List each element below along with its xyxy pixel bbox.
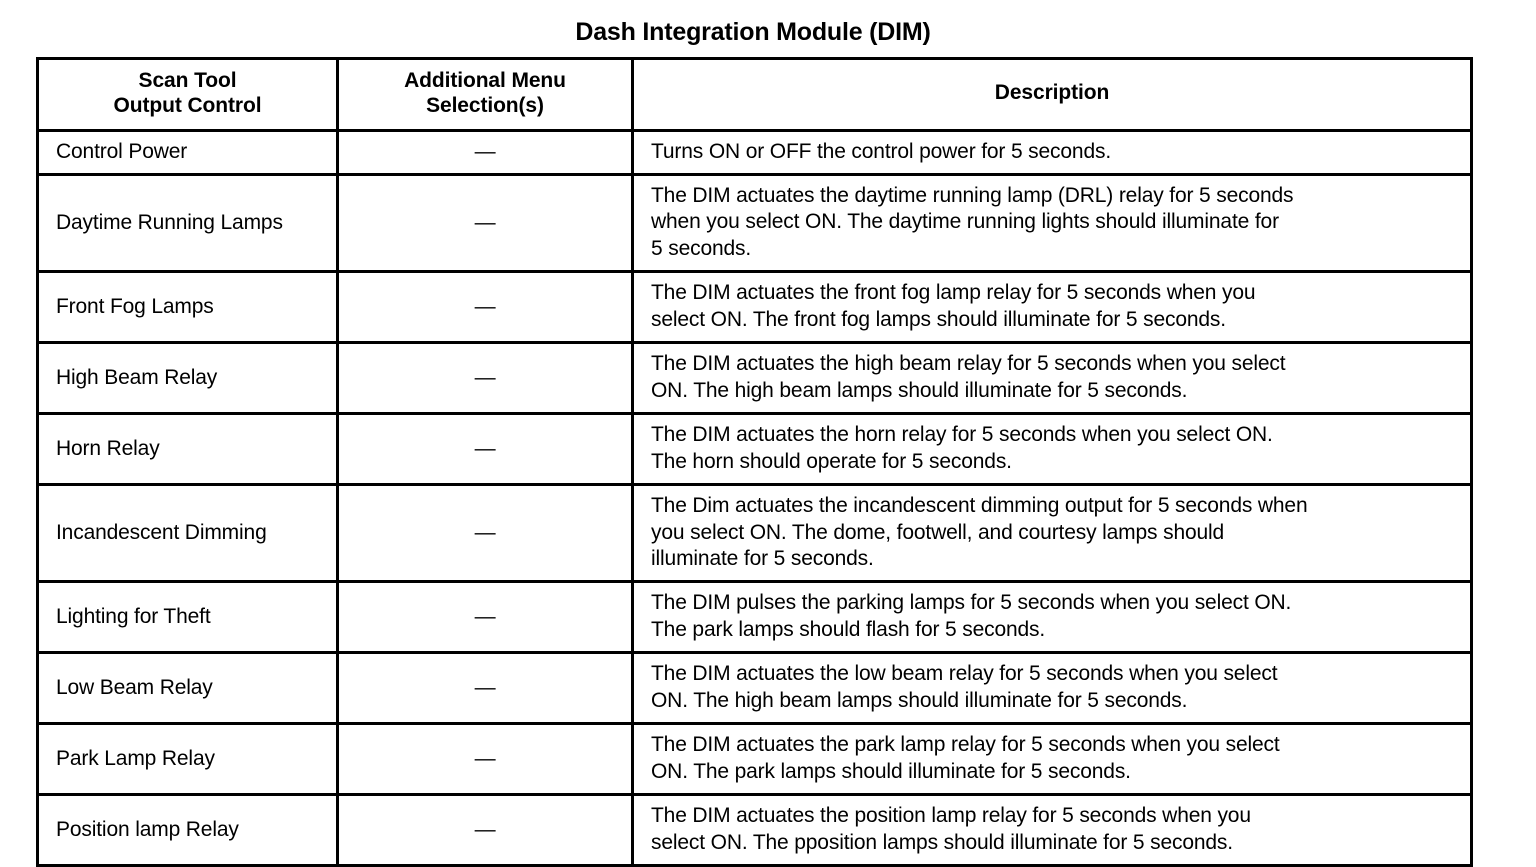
description-line: ON. The high beam lamps should illuminat… (651, 378, 1188, 402)
column-header-scan-tool-output-control: Scan Tool Output Control (36, 57, 339, 132)
cell-additional-menu-selection: — (336, 270, 634, 345)
cell-description: The DIM actuates the horn relay for 5 se… (631, 412, 1473, 487)
cell-description: The DIM actuates the low beam relay for … (631, 651, 1473, 726)
cell-scan-tool-output-control: Incandescent Dimming (36, 483, 339, 584)
cell-scan-tool-output-control: Park Lamp Relay (36, 722, 339, 797)
cell-description: Turns ON or OFF the control power for 5 … (631, 128, 1473, 176)
description-line: The DIM actuates the position lamp relay… (651, 804, 1251, 828)
cell-additional-menu-selection: — (336, 128, 634, 176)
cell-additional-menu-selection: — (336, 580, 634, 655)
description-line: The Dim actuates the incandescent dimmin… (651, 494, 1308, 518)
cell-scan-tool-output-control: Position lamp Relay (36, 793, 339, 867)
dim-output-control-table: Scan Tool Output Control Additional Menu… (36, 57, 1473, 867)
description-line: illuminate for 5 seconds. (651, 546, 874, 570)
table-header-row: Scan Tool Output Control Additional Menu… (36, 57, 1473, 132)
cell-description: The DIM actuates the high beam relay for… (631, 341, 1473, 416)
cell-additional-menu-selection: — (336, 483, 634, 584)
description-line: The DIM actuates the daytime running lam… (651, 183, 1294, 207)
cell-scan-tool-output-control: Low Beam Relay (36, 651, 339, 726)
table-row: Daytime Running Lamps— The DIM actuates t… (36, 172, 1473, 274)
description-line: The DIM actuates the high beam relay for… (651, 352, 1286, 376)
table-body: Control Power—Turns ON or OFF the contro… (36, 128, 1473, 867)
description-line: The DIM actuates the front fog lamp rela… (651, 281, 1256, 305)
cell-additional-menu-selection: — (336, 172, 634, 274)
table-row: Park Lamp Relay— The DIM actuates the par… (36, 722, 1473, 797)
cell-description: The DIM actuates the position lamp relay… (631, 793, 1473, 867)
cell-description: The DIM actuates the park lamp relay for… (631, 722, 1473, 797)
cell-additional-menu-selection: — (336, 412, 634, 487)
table-row: Low Beam Relay— The DIM actuates the low … (36, 651, 1473, 726)
description-line: ON. The park lamps should illuminate for… (651, 759, 1131, 783)
table-row: Incandescent Dimming— The Dim actuates th… (36, 483, 1473, 584)
cell-description: The DIM pulses the parking lamps for 5 s… (631, 580, 1473, 655)
description-line: The DIM pulses the parking lamps for 5 s… (651, 591, 1292, 615)
table-row: Lighting for Theft— The DIM pulses the pa… (36, 580, 1473, 655)
cell-additional-menu-selection: — (336, 722, 634, 797)
column-header-line-2: Output Control (113, 93, 262, 117)
cell-scan-tool-output-control: Front Fog Lamps (36, 270, 339, 345)
table-row: Front Fog Lamps— The DIM actuates the fro… (36, 270, 1473, 345)
description-line: Turns ON or OFF the control power for 5 … (651, 139, 1112, 163)
table-row: Control Power— Turns ON or OFF the contro… (36, 128, 1473, 176)
cell-scan-tool-output-control: Horn Relay (36, 412, 339, 487)
cell-scan-tool-output-control: Daytime Running Lamps (36, 172, 339, 274)
dim-output-control-table-wrapper: Scan Tool Output Control Additional Menu… (36, 57, 1473, 867)
description-line: 5 seconds. (651, 236, 752, 260)
cell-description: The DIM actuates the daytime running lam… (631, 172, 1473, 274)
column-header-description: Description (631, 57, 1473, 132)
column-header-line-1: Scan Tool (138, 69, 237, 92)
cell-additional-menu-selection: — (336, 651, 634, 726)
cell-scan-tool-output-control: High Beam Relay (36, 341, 339, 416)
column-header-line-1: Additional Menu (404, 69, 566, 92)
cell-description: The DIM actuates the front fog lamp rela… (631, 270, 1473, 345)
column-header-additional-menu-selections: Additional Menu Selection(s) (336, 57, 634, 132)
description-line: The park lamps should flash for 5 second… (651, 617, 1046, 641)
column-header-line-2: Selection(s) (426, 93, 544, 117)
description-line: ON. The high beam lamps should illuminat… (651, 688, 1188, 712)
description-line: The DIM actuates the horn relay for 5 se… (651, 423, 1273, 447)
table-row: High Beam Relay— The DIM actuates the hig… (36, 341, 1473, 416)
table-row: Position lamp Relay— The DIM actuates the… (36, 793, 1473, 867)
description-line: select ON. The pposition lamps should il… (651, 830, 1233, 854)
description-line: you select ON. The dome, footwell, and c… (651, 520, 1225, 544)
cell-description: The Dim actuates the incandescent dimmin… (631, 483, 1473, 584)
description-line: select ON. The front fog lamps should il… (651, 307, 1226, 331)
cell-scan-tool-output-control: Lighting for Theft (36, 580, 339, 655)
page-title: Dash Integration Module (DIM) (575, 18, 931, 46)
column-header-line-1: Description (994, 81, 1110, 105)
cell-additional-menu-selection: — (336, 793, 634, 867)
description-line: The horn should operate for 5 seconds. (651, 449, 1012, 473)
description-line: when you select ON. The daytime running … (651, 210, 1279, 234)
cell-scan-tool-output-control: Control Power (36, 128, 339, 176)
cell-additional-menu-selection: — (336, 341, 634, 416)
description-line: The DIM actuates the low beam relay for … (651, 662, 1278, 686)
table-header: Scan Tool Output Control Additional Menu… (36, 57, 1473, 132)
description-line: The DIM actuates the park lamp relay for… (651, 733, 1280, 757)
table-row: Horn Relay— The DIM actuates the horn rel… (36, 412, 1473, 487)
document-page: Dash Integration Module (DIM) Scan Tool … (36, 18, 1473, 867)
